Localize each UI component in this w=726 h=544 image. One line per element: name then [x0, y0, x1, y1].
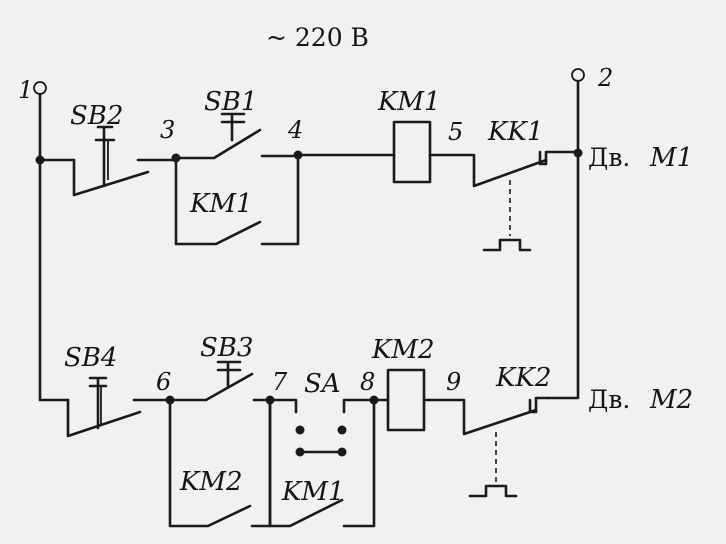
sb2-label: SB2: [70, 101, 123, 131]
km1-coil-label: KM1: [377, 87, 441, 117]
right-rail: [546, 68, 585, 400]
sa-switch: [268, 398, 376, 457]
kk2-label: KK2: [495, 363, 551, 393]
km1-interlock-label: KM1: [281, 477, 345, 507]
km1-interlock-contact: [268, 398, 376, 528]
sb2-stop-button: [72, 125, 150, 197]
sb1-label: SB1: [204, 87, 257, 117]
node-9-label: 9: [446, 368, 461, 396]
sb1-start-button: [174, 112, 300, 160]
terminal-1-label: 1: [18, 76, 33, 104]
node-6-label: 6: [156, 368, 171, 396]
motor-m2-name: M2: [649, 385, 693, 415]
km1-contact-label: KM1: [189, 189, 253, 219]
sb4-stop-button: [66, 376, 142, 438]
node-3-label: 3: [160, 116, 175, 144]
node-8-label: 8: [360, 368, 375, 396]
kk1-thermal-contact: [482, 150, 580, 252]
km2-coil-label: KM2: [371, 335, 435, 365]
motor-m2-prefix: Дв.: [588, 385, 630, 414]
kk1-label: KK1: [487, 117, 543, 147]
sb3-label: SB3: [200, 333, 253, 363]
supply-label: ~ 220 В: [266, 23, 369, 52]
motor-m1-prefix: Дв.: [588, 143, 630, 172]
node-5-label: 5: [448, 118, 463, 146]
terminal-2: [571, 68, 585, 82]
kk2-thermal-contact: [468, 396, 550, 498]
left-rail: [33, 81, 70, 402]
km1-hold-contact: [174, 153, 300, 246]
rung-1: [38, 112, 580, 252]
km2-coil: [386, 368, 426, 432]
terminal-2-label: 2: [597, 64, 613, 92]
node-4-label: 4: [287, 116, 303, 144]
node-7-label: 7: [272, 368, 288, 396]
rung-2: [66, 360, 550, 528]
motor-m1-name: M1: [649, 143, 693, 173]
sb3-start-button: [168, 360, 272, 402]
terminal-1: [33, 81, 47, 95]
km2-contact-label: KM2: [179, 467, 243, 497]
km2-hold-contact: [168, 398, 272, 528]
sa-label: SA: [304, 369, 341, 399]
km1-coil: [392, 120, 432, 184]
sb4-label: SB4: [64, 343, 117, 373]
